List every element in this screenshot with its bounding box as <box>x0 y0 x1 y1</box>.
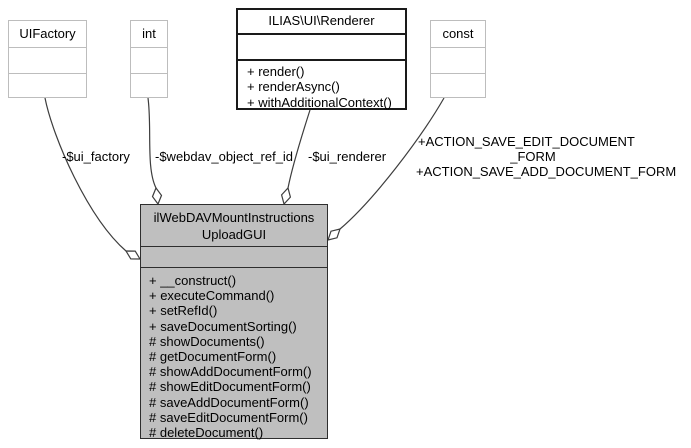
class-title: UIFactory <box>19 26 76 41</box>
method-item: # getDocumentForm() <box>149 349 277 365</box>
class-compartment-methods <box>9 73 86 99</box>
aggregation-diamond-icon <box>280 186 292 206</box>
edge-renderer <box>287 109 311 189</box>
class-compartment-methods: + render() + renderAsync() + withAdditio… <box>238 59 405 110</box>
class-node-uifactory: UIFactory <box>8 20 87 98</box>
method-item: + saveDocumentSorting() <box>149 318 297 334</box>
class-title-line: ilWebDAVMountInstructions <box>153 210 315 225</box>
class-title: int <box>142 26 156 41</box>
class-compartment-attributes <box>238 33 405 59</box>
class-compartment-methods <box>431 73 485 99</box>
class-node-renderer[interactable]: ILIAS\UI\Renderer + render() + renderAsy… <box>236 8 407 110</box>
class-node-ilwebdavmountinstructionsuploadgui: ilWebDAVMountInstructions UploadGUI + __… <box>140 204 328 440</box>
class-title-line: UploadGUI <box>201 227 267 242</box>
class-node-int: int <box>130 20 168 98</box>
class-node-const: const <box>430 20 486 98</box>
method-item: + setRefId() <box>149 303 218 319</box>
class-compartment-attributes <box>131 47 167 73</box>
class-compartment-methods: + __construct() + executeCommand() + set… <box>141 267 327 440</box>
method-item: # showEditDocumentForm() <box>149 379 311 395</box>
edge-label-ui-renderer: -$ui_renderer <box>308 149 387 164</box>
method-item: + renderAsync() <box>247 79 340 95</box>
aggregation-diamond-icon <box>327 228 341 241</box>
edge-label-ui-factory: -$ui_factory <box>62 149 130 164</box>
class-compartment-attributes <box>141 246 327 267</box>
edge-int <box>147 97 157 189</box>
class-compartment-attributes <box>9 47 86 73</box>
aggregation-diamond-icon <box>124 250 142 260</box>
method-item: # saveAddDocumentForm() <box>149 394 309 410</box>
edge-label-action-save-add-document-form: +ACTION_SAVE_ADD_DOCUMENT_FORM <box>416 164 677 179</box>
method-item: + render() <box>247 64 305 79</box>
edge-label-action-save-edit-document-wrap: _FORM <box>510 149 556 164</box>
class-compartment-methods <box>131 73 167 99</box>
edge-label-webdav-object-ref-id: -$webdav_object_ref_id <box>155 149 294 164</box>
edge-uifactory <box>44 97 127 252</box>
edge-label-action-save-edit-document: +ACTION_SAVE_EDIT_DOCUMENT <box>418 134 635 149</box>
method-item: # showDocuments() <box>149 333 265 349</box>
method-item: # deleteDocument() <box>149 425 264 441</box>
method-item: # saveEditDocumentForm() <box>149 409 308 425</box>
class-title: const <box>442 26 474 41</box>
edge-const <box>339 97 445 230</box>
method-item: # showAddDocumentForm() <box>149 364 312 380</box>
method-item: + executeCommand() <box>149 288 275 304</box>
class-title: ilWebDAVMountInstructions UploadGUI <box>141 205 327 246</box>
method-item: + withAdditionalContext() <box>247 94 392 110</box>
aggregation-diamond-icon <box>151 186 163 206</box>
method-item: + __construct() <box>149 273 237 288</box>
class-compartment-attributes <box>431 47 485 73</box>
class-title: ILIAS\UI\Renderer <box>268 13 375 28</box>
